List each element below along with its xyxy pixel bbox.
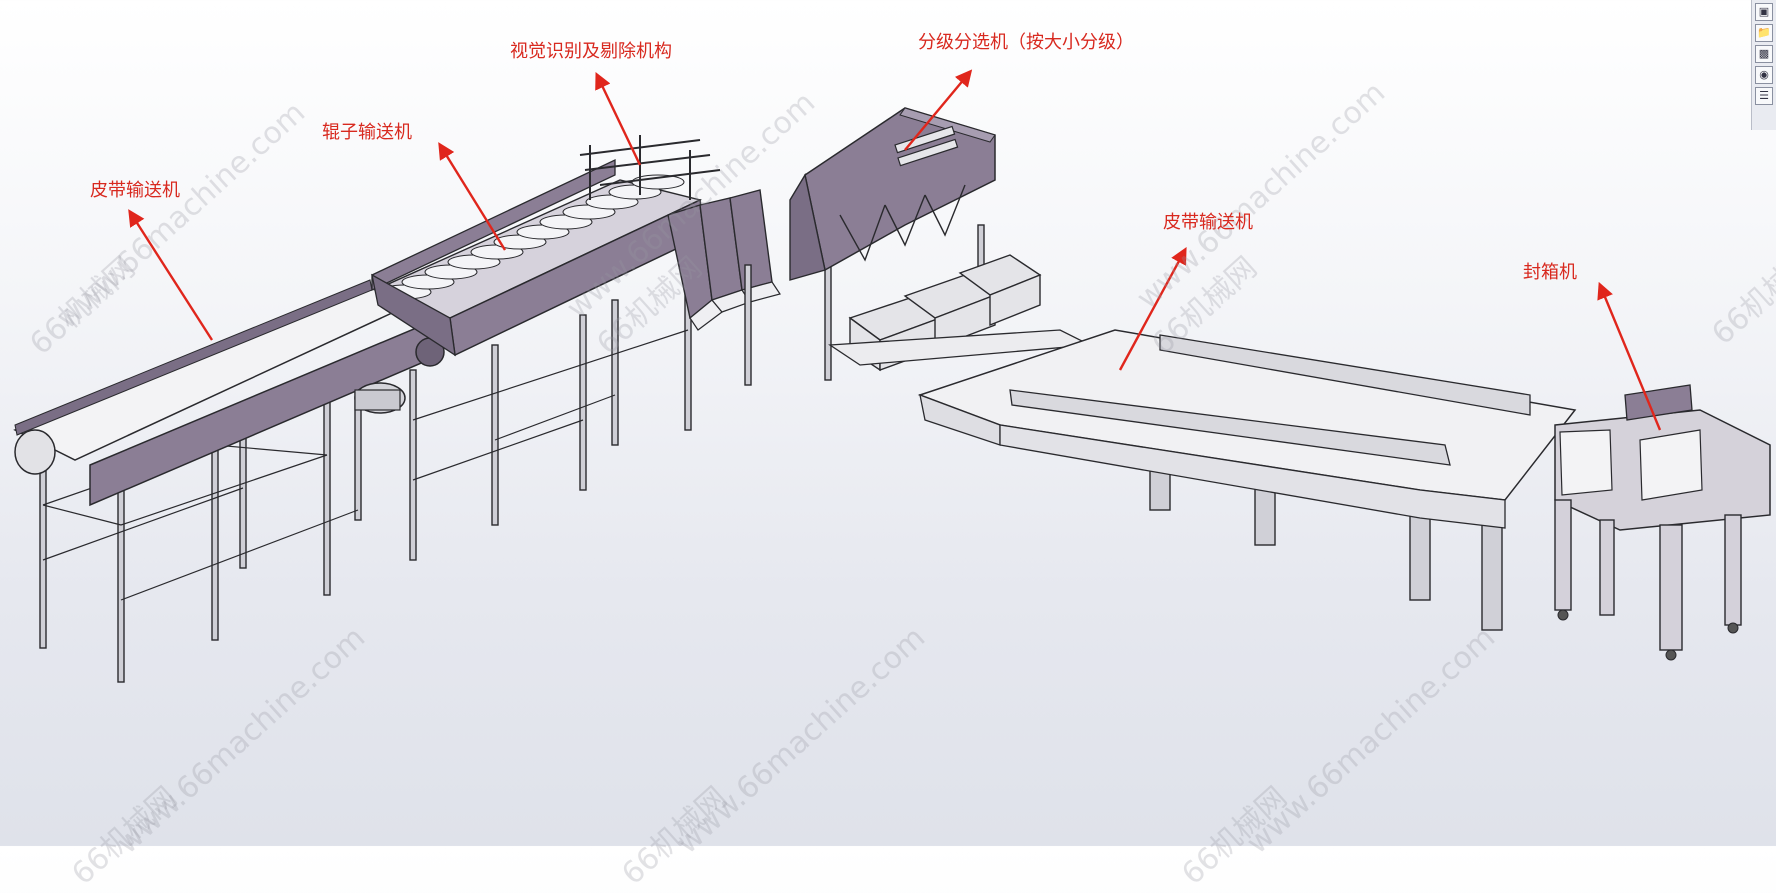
label-belt-conveyor-left: 皮带输送机 (90, 180, 180, 201)
belt-conveyor-right (828, 329, 1577, 631)
label-carton-sealer: 封箱机 (1523, 262, 1577, 283)
arrow-roller (438, 142, 507, 251)
production-line-diagram (13, 69, 1771, 683)
appearance-icon[interactable]: ◉ (1755, 66, 1773, 84)
roller-conveyor (371, 158, 706, 561)
display-icon[interactable]: ▩ (1755, 45, 1773, 63)
arrow-belt-right (1118, 247, 1187, 371)
vision-rejection-unit (579, 135, 781, 331)
label-roller-conveyor: 辊子输送机 (322, 122, 412, 143)
callout-arrows (128, 69, 1662, 431)
carton-sealer (1554, 384, 1771, 661)
belt-conveyor-left (13, 279, 445, 683)
list-icon[interactable]: ☰ (1755, 87, 1773, 105)
part-icon[interactable]: ▣ (1755, 3, 1773, 21)
label-vision-rejection: 视觉识别及剔除机构 (510, 41, 672, 62)
arrow-sealer (1597, 281, 1662, 431)
side-toolbar: ▣ 📁 ▩ ◉ ☰ (1751, 0, 1776, 130)
arrow-vision (595, 71, 642, 166)
folder-icon[interactable]: 📁 (1755, 24, 1773, 42)
label-belt-conveyor-right: 皮带输送机 (1163, 212, 1253, 233)
arrow-belt-left (128, 209, 214, 341)
label-grading-sorter: 分级分选机（按大小分级） (918, 32, 1134, 53)
arrow-grading (904, 69, 973, 151)
